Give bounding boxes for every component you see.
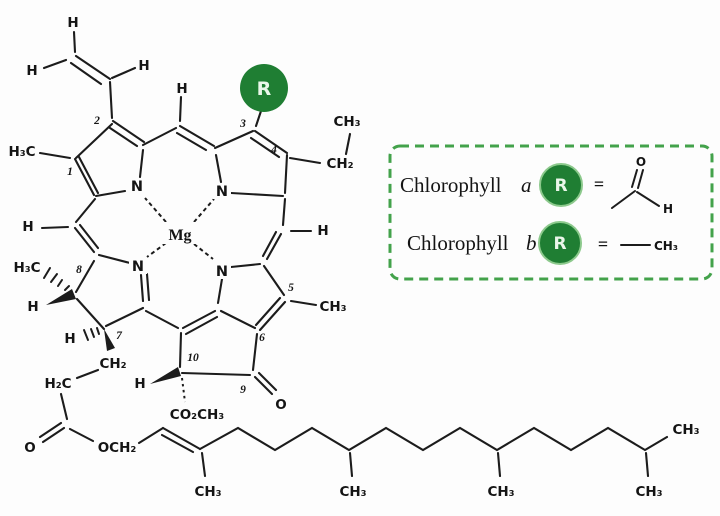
wedge-h-c10 <box>150 367 181 384</box>
o-ester-label: O <box>24 440 35 456</box>
n2-label: N <box>216 184 228 200</box>
chlorophyll-a-name: Chlorophyll <box>400 173 502 197</box>
h-vinyl-ch-label: H <box>138 58 149 74</box>
aldehyde-o-label: O <box>636 155 646 169</box>
legend-r-label-b: R <box>553 234 566 254</box>
h-vinyl-top-label: H <box>67 15 78 31</box>
vinyl-and-ring1-bonds <box>38 30 352 445</box>
num-2: 2 <box>93 115 100 127</box>
h-c10-label: H <box>134 376 145 392</box>
ch3-chain-1-label: CH₃ <box>194 484 221 500</box>
h-c7-label: H <box>64 331 75 347</box>
bond-lines <box>38 30 669 478</box>
num-9: 9 <box>240 384 246 396</box>
legend-ch3-label: CH₃ <box>654 239 678 253</box>
ch3-chain-3-label: CH₃ <box>487 484 514 500</box>
chlorophyll-a-variant: a <box>521 173 532 197</box>
o-ketone-label: O <box>275 397 286 413</box>
phytyl-chain-bonds <box>198 426 669 478</box>
position-numbers: 1 2 3 4 5 6 7 8 9 10 <box>67 115 294 396</box>
legend-r-badge-b <box>538 221 582 265</box>
n3-label: N <box>132 259 144 275</box>
double-bond-lines <box>38 54 289 454</box>
num-1: 1 <box>67 166 73 178</box>
h2c-propionate-label: H₂C <box>44 376 71 392</box>
chlorophyll-b-variant: b <box>526 231 537 255</box>
halo-n2 <box>213 183 231 199</box>
wedge-c7-ch2 <box>104 329 115 351</box>
num-8: 8 <box>76 264 82 276</box>
h-meso-left-label: H <box>22 219 33 235</box>
mg-coordination-bonds <box>144 197 215 260</box>
num-10: 10 <box>187 352 199 364</box>
n4-label: N <box>216 264 228 280</box>
stereo-hash-bonds <box>43 267 100 341</box>
r-substituent-badge <box>240 64 288 112</box>
halo-mg <box>163 222 197 244</box>
ch3-ring4-label: CH₃ <box>319 299 346 315</box>
mg-n-dashes <box>144 197 215 260</box>
label-halos <box>128 178 231 279</box>
h-meso-top-label: H <box>176 81 187 97</box>
ch2-propionate-label: CH₂ <box>99 356 126 372</box>
r-substituent-label: R <box>257 78 272 100</box>
h-c8-label: H <box>27 299 38 315</box>
halo-n1 <box>128 178 146 194</box>
ch2-ethyl-label: CH₂ <box>326 156 353 172</box>
legend-r-badge-a <box>539 163 583 207</box>
h-vinyl-left-label: H <box>26 63 37 79</box>
num-3: 3 <box>239 118 246 130</box>
chlorophyll-b-name: Chlorophyll <box>407 231 509 255</box>
halo-n3 <box>129 258 147 274</box>
equals-b: = <box>598 234 608 254</box>
aldehyde-h-label: H <box>663 202 673 216</box>
aldehyde-bonds <box>611 169 660 209</box>
atom-labels: H H H H₃C H H H CH₃ CH₂ Mg N N N N H₃C H… <box>8 15 699 500</box>
num-5: 5 <box>288 282 294 294</box>
num-6: 6 <box>259 332 265 344</box>
legend-r-label-a: R <box>554 176 567 196</box>
n1-label: N <box>131 179 143 195</box>
legend-box: Chlorophyll a R = O H Chlorophyll b R = … <box>388 144 714 281</box>
equals-a: = <box>594 174 604 194</box>
hash-c7-h <box>83 327 100 341</box>
h-meso-right-label: H <box>317 223 328 239</box>
co2ch3-label: CO₂CH₃ <box>170 407 225 423</box>
stereo-wedge-bonds <box>46 289 181 384</box>
ch3-chain-end-label: CH₃ <box>672 422 699 438</box>
ch3-ring3-label: H₃C <box>13 260 40 276</box>
num-7: 7 <box>116 330 123 342</box>
ch3-chain-2-label: CH₃ <box>339 484 366 500</box>
och2-label: OCH₂ <box>98 440 137 456</box>
wedge-h-c8 <box>46 289 76 305</box>
dotted-line <box>181 377 186 403</box>
ch3-chain-4-label: CH₃ <box>635 484 662 500</box>
ch3-ring1-label: H₃C <box>8 144 35 160</box>
mg-label: Mg <box>168 227 191 244</box>
c10-ester-dotted-bond <box>181 377 186 403</box>
aldehyde-structure <box>611 169 660 209</box>
halo-n4 <box>213 263 231 279</box>
ch3-ethyl-label: CH₃ <box>333 114 360 130</box>
num-4: 4 <box>270 144 277 156</box>
hash-c8-ch3 <box>43 267 70 291</box>
